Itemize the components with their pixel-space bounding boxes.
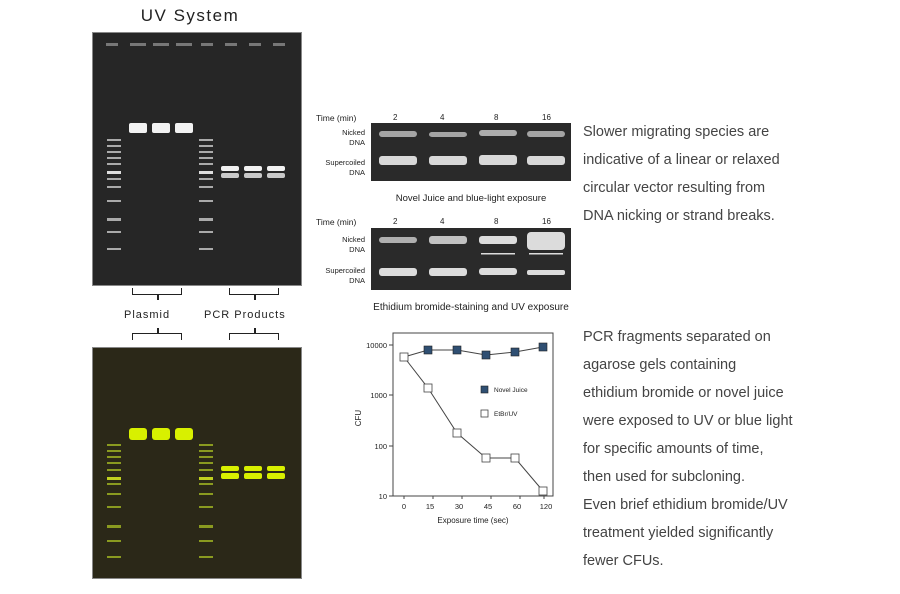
svg-text:30: 30 (455, 502, 463, 511)
uv-gel-image (92, 32, 302, 286)
panel2-gel-image (371, 228, 571, 290)
plasmid-bracket-bottom (132, 328, 182, 340)
svg-text:1000: 1000 (370, 391, 387, 400)
text-line: for specific amounts of time, (583, 441, 764, 457)
panel1-time-16: 16 (542, 113, 551, 122)
text-line: fewer CFUs. (583, 553, 664, 569)
gel-bands (106, 43, 285, 250)
gel-bands (107, 428, 285, 558)
svg-text:0: 0 (402, 502, 406, 511)
text-line: then used for subcloning. (583, 469, 746, 485)
panel2-caption: Ethidium bromide-staining and UV exposur… (373, 302, 569, 313)
text-line: circular vector resulting from (583, 180, 766, 196)
cfu-explanation: PCR fragments separated on agarose gels … (583, 323, 893, 575)
text-line: PCR fragments separated on (583, 329, 771, 345)
pcr-products-label: PCR Products (204, 309, 286, 321)
svg-text:60: 60 (513, 502, 521, 511)
text-line: Even brief ethidium bromide/UV (583, 497, 788, 513)
svg-text:10: 10 (379, 492, 387, 501)
legend-etbr-uv: EtBr/UV (494, 411, 518, 418)
nicking-explanation: Slower migrating species are indicative … (583, 118, 883, 230)
svg-text:120: 120 (540, 502, 553, 511)
pcr-bracket-top (229, 288, 279, 300)
svg-text:CFU: CFU (354, 410, 363, 427)
text-line: Slower migrating species are (583, 124, 770, 140)
svg-text:Exposure time (sec): Exposure time (sec) (437, 516, 508, 525)
panel1-supercoiled-label: Supercoiled DNA (325, 158, 365, 177)
figure-title: UV System (140, 6, 240, 25)
plasmid-bracket-top (132, 288, 182, 300)
svg-text:100: 100 (374, 442, 387, 451)
panel1-time-8: 8 (494, 113, 499, 122)
text-line: agarose gels containing (583, 357, 737, 373)
panel1-time-4: 4 (440, 113, 445, 122)
svg-text:10000: 10000 (366, 341, 387, 350)
panel2-time-8: 8 (494, 217, 499, 226)
plasmid-label: Plasmid (124, 309, 171, 321)
text-line: indicative of a linear or relaxed (583, 152, 780, 168)
panel2-supercoiled-label: Supercoiled DNA (325, 266, 365, 285)
panel1-time-2: 2 (393, 113, 398, 122)
svg-text:45: 45 (484, 502, 492, 511)
panel1-nicked-label: Nicked DNA (342, 128, 365, 147)
legend-novel-juice: Novel Juice (494, 387, 528, 394)
panel2-time-16: 16 (542, 217, 551, 226)
text-line: ethidium bromide or novel juice (583, 385, 784, 401)
text-line: treatment yielded significantly (583, 525, 774, 541)
panel2-time-label: Time (min) (316, 217, 357, 227)
cfu-chart: 10000 1000 100 10 CFU 0 15 30 45 60 120 Exposure… (340, 330, 570, 530)
panel2-nicked-label: Nicked DNA (342, 235, 365, 254)
panel2-time-2: 2 (393, 217, 398, 226)
pcr-bracket-bottom (229, 328, 279, 340)
panel1-time-label: Time (min) (316, 113, 357, 123)
blue-light-gel-image (92, 347, 302, 579)
text-line: were exposed to UV or blue light (583, 413, 793, 429)
panel1-caption: Novel Juice and blue-light exposure (395, 193, 547, 204)
svg-text:15: 15 (426, 502, 434, 511)
panel2-time-4: 4 (440, 217, 445, 226)
text-line: DNA nicking or strand breaks. (583, 208, 775, 224)
panel1-gel-image (371, 123, 571, 181)
